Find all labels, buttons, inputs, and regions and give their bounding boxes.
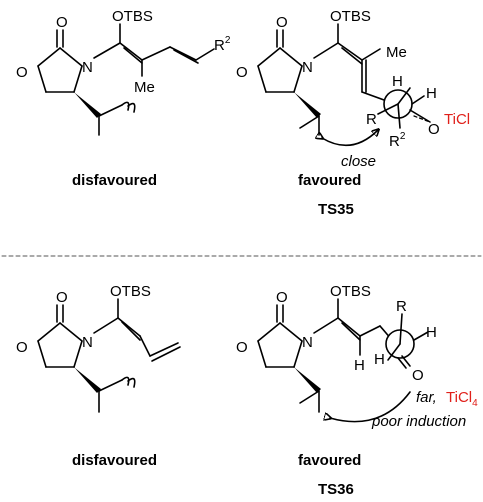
label-ticl: TiCl: [444, 111, 470, 128]
atom-o-ring: O: [236, 64, 248, 81]
label-r2: R2: [214, 35, 231, 54]
label-me: Me: [134, 79, 155, 96]
label-otbs: OTBS: [110, 283, 151, 300]
atom-r: R: [366, 111, 377, 128]
caption-bottom-left: disfavoured: [72, 452, 157, 469]
caption-top-left: disfavoured: [72, 172, 157, 189]
label-close: close: [341, 153, 376, 170]
label-otbs: OTBS: [330, 8, 371, 25]
label-poor-induction: poor induction: [371, 413, 466, 430]
atom-o-ring: O: [16, 64, 28, 81]
atom-r: R: [396, 298, 407, 315]
atom-o-carbonyl: O: [56, 289, 68, 306]
atom-h: H: [426, 324, 437, 341]
atom-o-carbonyl: O: [276, 14, 288, 31]
atom-h: H: [354, 357, 365, 374]
atom-h: H: [426, 85, 437, 102]
atom-n: N: [82, 59, 93, 76]
label-me: Me: [386, 44, 407, 61]
atom-n: N: [302, 334, 313, 351]
atom-o-carbonyl: O: [56, 14, 68, 31]
atom-n: N: [82, 334, 93, 351]
caption-bottom-right: favoured: [298, 452, 361, 469]
label-otbs: OTBS: [112, 8, 153, 25]
structure-top-right: [257, 23, 431, 147]
caption-top-right: favoured: [298, 172, 361, 189]
atom-o-aldehyde: O: [428, 121, 440, 138]
atom-n: N: [302, 59, 313, 76]
caption-ts36: TS36: [318, 481, 354, 498]
atom-o-carbonyl: O: [276, 289, 288, 306]
atom-h: H: [374, 351, 385, 368]
label-far: far,: [416, 389, 437, 406]
atom-o-aldehyde: O: [412, 367, 424, 384]
label-ticl4: TiCl4: [446, 389, 478, 409]
structure-bottom-left: [37, 298, 181, 413]
label-r2: R2: [389, 131, 406, 150]
caption-ts35: TS35: [318, 201, 354, 218]
atom-h: H: [392, 73, 403, 90]
structure-top-left: [37, 23, 215, 136]
structure-bottom-right: [257, 298, 429, 423]
label-otbs: OTBS: [330, 283, 371, 300]
atom-o-ring: O: [236, 339, 248, 356]
atom-o-ring: O: [16, 339, 28, 356]
